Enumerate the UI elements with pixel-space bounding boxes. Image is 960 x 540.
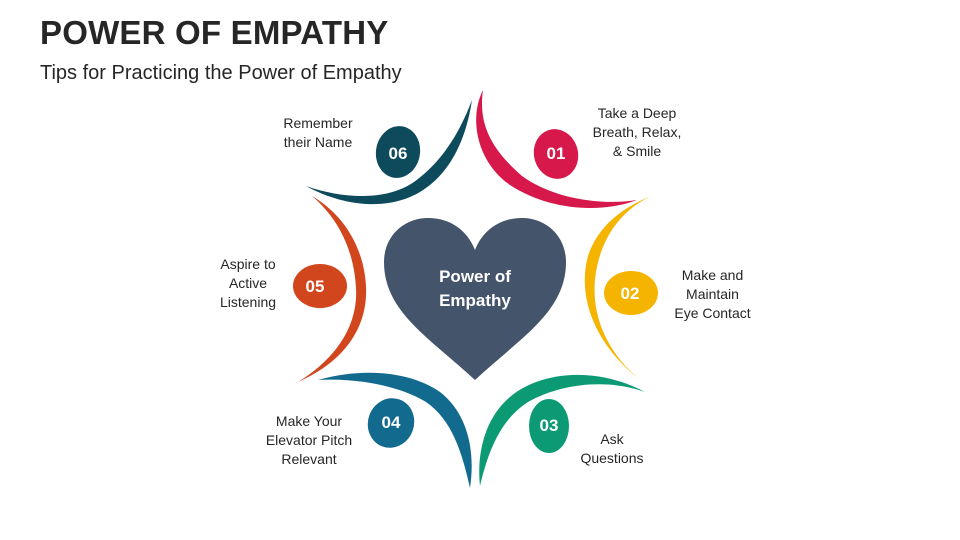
tip-02-arm bbox=[584, 196, 658, 380]
center-heart-shape bbox=[384, 218, 566, 380]
center-heart-line-1: Power of bbox=[439, 267, 511, 286]
page-subtitle: Tips for Practicing the Power of Empathy bbox=[40, 62, 402, 84]
tip-03-arm bbox=[479, 374, 645, 486]
tip-04-number: 04 bbox=[382, 413, 401, 432]
tip-01-arm bbox=[476, 90, 637, 208]
tip-02-number: 02 bbox=[621, 284, 640, 303]
tip-05-number: 05 bbox=[306, 277, 325, 296]
tip-04-arm bbox=[318, 372, 472, 488]
tip-01-number: 01 bbox=[547, 144, 566, 163]
page-title: POWER OF EMPATHY bbox=[40, 14, 389, 51]
tip-06-arm bbox=[306, 100, 472, 205]
tip-05-arm bbox=[293, 196, 367, 382]
tip-06-number: 06 bbox=[389, 144, 408, 163]
tip-03-number: 03 bbox=[540, 416, 559, 435]
center-heart-line-2: Empathy bbox=[439, 291, 511, 310]
